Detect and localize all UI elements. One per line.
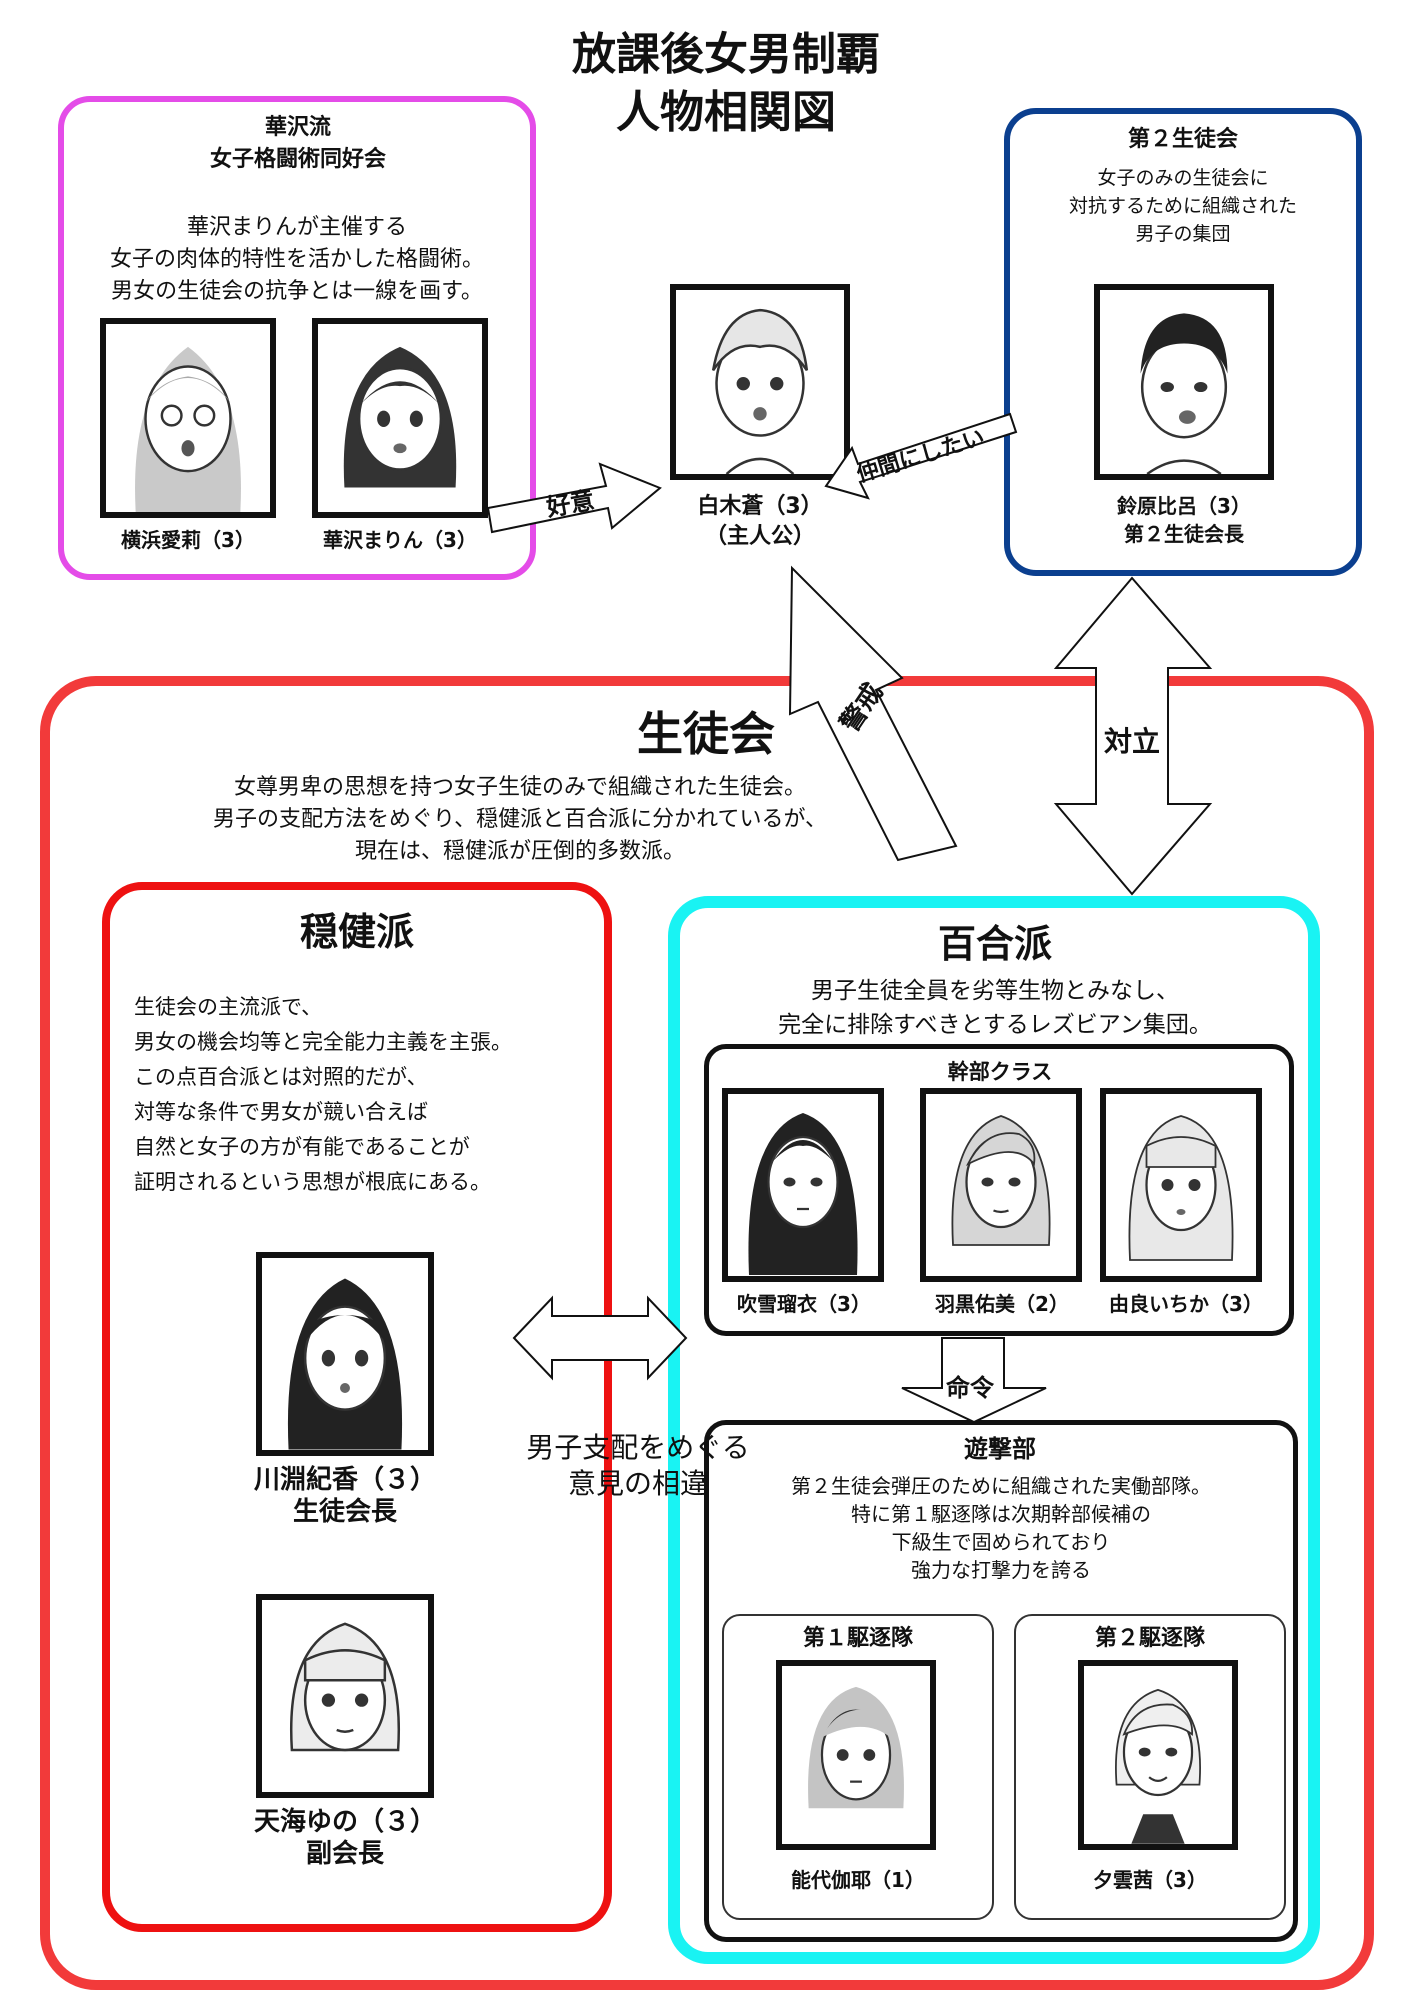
- girl-face-icon: [748, 1113, 858, 1275]
- portrait-yura-ichika: [1100, 1088, 1262, 1282]
- squad2-box: [1014, 1614, 1286, 1920]
- portrait-yugumo-akane: [1078, 1660, 1238, 1850]
- portrait-suzuhara-hiro: [1094, 284, 1274, 480]
- want-ally-label: 仲間にしたい: [853, 425, 988, 488]
- portrait-yokohama-airi: [100, 318, 276, 518]
- boy-face-icon: [1140, 313, 1228, 474]
- moderate-faction-description: 生徒会の主流派で、 男女の機会均等と完全能力主義を主張。 この点百合派とは対照的…: [134, 995, 512, 1194]
- second-council-heading: 第２生徒会: [1127, 127, 1238, 152]
- strike-unit-description: 第２生徒会弾圧のために組織された実働部隊。 特に第１駆逐隊は次期幹部候補の 下級…: [791, 1474, 1211, 1582]
- portrait-amami-yuno: [256, 1594, 434, 1798]
- portrait-noshiro-kaya: [776, 1660, 936, 1850]
- caption-yokohama-airi: 横浜愛莉（3）: [121, 528, 255, 552]
- girl-face-icon: [951, 1115, 1051, 1246]
- executives-box: [704, 1044, 1294, 1336]
- order-label: 命令: [946, 1374, 994, 1402]
- girl-face-icon: [343, 346, 457, 488]
- student-council-box: [40, 676, 1374, 1990]
- student-council-heading: 生徒会: [637, 707, 775, 761]
- moderate-faction-heading: 穏健派: [299, 910, 414, 954]
- girl-face-icon: [287, 1278, 403, 1450]
- yuri-faction-description: 男子生徒全員を劣等生物とみなし、 完全に排除すべきとするレズビアン集団。: [778, 978, 1212, 1038]
- boy-face-icon: [711, 308, 809, 474]
- girl-face-icon: [1115, 1688, 1201, 1844]
- squad1-box: [722, 1614, 994, 1920]
- caption-suzuhara-hiro: 鈴原比呂（3） 第２生徒会長: [1117, 494, 1251, 546]
- second-council-box: [1004, 108, 1362, 576]
- executives-heading: 幹部クラス: [947, 1060, 1053, 1084]
- favor-label: 好意: [544, 486, 597, 522]
- girl-face-icon: [135, 346, 241, 512]
- caption-yugumo-akane: 夕雲茜（3）: [1093, 1868, 1207, 1892]
- caption-amami-yuno: 天海ゆの（３） 副会長: [253, 1807, 436, 1869]
- opposition-label: 対立: [1104, 725, 1161, 758]
- diagram-title: 放課後女男制覇 人物相関図: [572, 29, 880, 138]
- yuri-faction-box: [668, 896, 1320, 1964]
- girl-face-icon: [290, 1622, 400, 1752]
- student-council-description: 女尊男卑の思想を持つ女子生徒のみで組織された生徒会。 男子の支配方法をめぐり、穏…: [212, 775, 828, 864]
- portrait-haguro-yumi: [920, 1088, 1082, 1282]
- caption-hanazawa-marin: 華沢まりん（3）: [323, 528, 477, 552]
- second-council-description: 女子のみの生徒会に 対抗するために組織された 男子の集団: [1068, 167, 1297, 245]
- caption-noshiro-kaya: 能代伽耶（1）: [791, 1868, 925, 1892]
- girl-face-icon: [1128, 1115, 1234, 1261]
- portrait-kawabuchi-norika: [256, 1252, 434, 1456]
- caption-haguro-yumi: 羽黒佑美（2）: [935, 1292, 1069, 1316]
- portrait-hanazawa-marin: [312, 318, 488, 518]
- squad1-heading: 第１駆逐隊: [802, 1626, 913, 1651]
- yuri-faction-heading: 百合派: [937, 922, 1052, 966]
- caption-fubuki-rui: 吹雪瑠衣（3）: [737, 1292, 871, 1316]
- strike-unit-heading: 遊撃部: [964, 1435, 1036, 1463]
- caption-protagonist: 白木蒼（3） （主人公）: [697, 494, 823, 549]
- disagreement-label: 男子支配をめぐる 意見の相違: [526, 1431, 750, 1500]
- caption-yura-ichika: 由良いちか（3）: [1109, 1292, 1263, 1316]
- portrait-fubuki-rui: [722, 1088, 884, 1282]
- portrait-shiraki-ao: [670, 284, 850, 480]
- hanazawa-group-heading: 華沢流 女子格闘術同好会: [209, 115, 386, 172]
- moderate-faction-box: [102, 882, 612, 1932]
- girl-face-icon: [808, 1686, 904, 1809]
- hanazawa-group-box: [58, 96, 536, 580]
- squad2-heading: 第２駆逐隊: [1094, 1626, 1205, 1651]
- caption-kawabuchi-norika: 川淵紀香（３） 生徒会長: [253, 1465, 436, 1527]
- hanazawa-group-description: 華沢まりんが主催する 女子の肉体的特性を活かした格闘術。 男女の生徒会の抗争とは…: [109, 215, 484, 304]
